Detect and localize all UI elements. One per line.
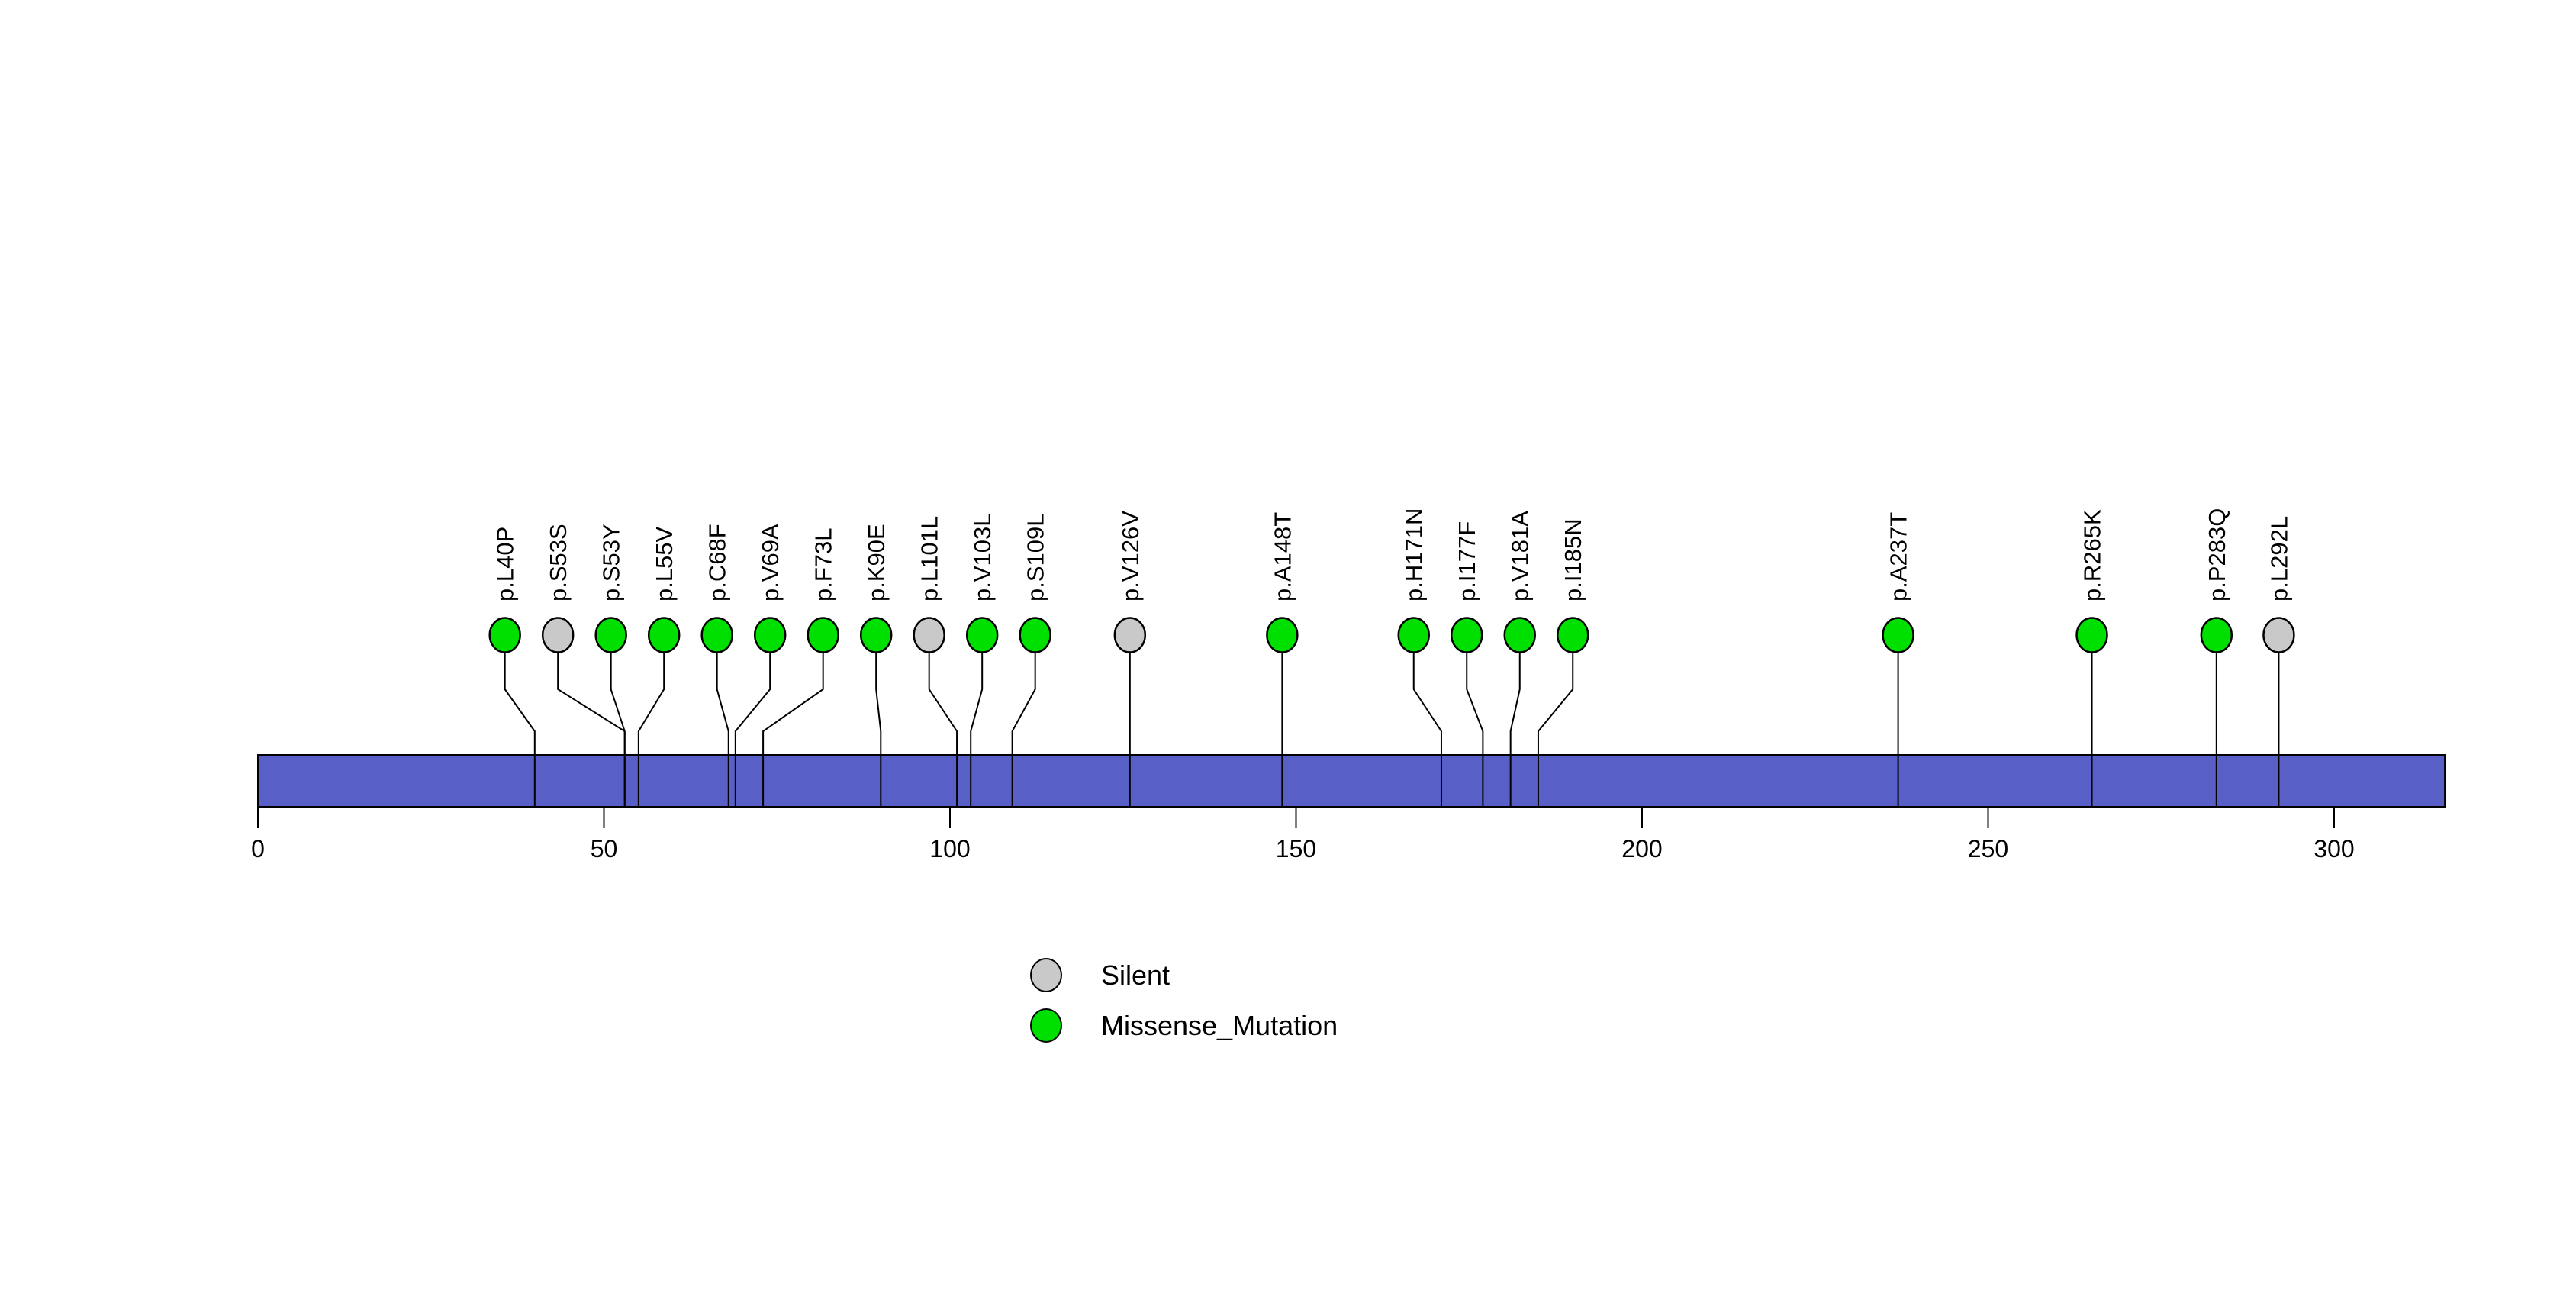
mutation-label: p.H171N [1401,508,1428,601]
lollipop-head [807,617,839,653]
legend-item-silent: Silent [1030,958,1338,992]
lollipop-head [541,617,575,653]
lollipop-head [1113,617,1147,653]
missense-swatch-icon [1030,1008,1062,1043]
axis-tick-label: 250 [1968,835,2008,863]
lollipop-head [859,617,893,653]
lollipop-head [1397,617,1430,653]
lollipop-stem [1509,652,1521,807]
lollipop-stem [734,652,771,807]
lollipop-head [1556,617,1589,653]
legend-label-missense: Missense_Mutation [1101,1009,1338,1041]
mutation-label: p.C68F [704,524,731,601]
lollipop-head [2262,617,2295,653]
lollipop-stem [610,652,626,807]
protein-bar [257,754,2446,808]
mutation-label: p.V126V [1117,511,1144,601]
axis-tick-label: 300 [2314,835,2354,863]
mutation-label: p.L101L [916,516,943,601]
mutation-label: p.L55V [651,526,678,601]
lollipop-stem [875,652,882,807]
lollipop-head [753,617,787,653]
mutation-label: p.A148T [1269,512,1296,601]
lollipop-head [594,617,627,653]
mutation-label: p.F73L [810,527,837,601]
legend-label-silent: Silent [1101,959,1170,991]
lollipop-stem [716,652,729,807]
lollipop-head [1019,617,1051,653]
lollipop-stem [1466,652,1484,807]
axis-tick-label: 150 [1276,835,1316,863]
lollipop-head [1450,617,1483,653]
mutation-label: p.A237T [1885,512,1912,601]
lollipop-head [1503,617,1536,653]
lollipop-head [1266,617,1299,653]
lollipop-head [1882,617,1914,653]
lollipop-head [965,617,999,653]
lollipop-head [913,617,945,653]
mutation-label: p.L40P [492,527,519,601]
axis-tick-label: 0 [251,835,265,863]
lollipop-stem [1537,652,1574,807]
mutation-label: p.L292L [2265,516,2292,601]
axis-tick-label: 50 [591,835,618,863]
mutation-label: p.I177F [1454,521,1480,601]
mutation-label: p.V69A [757,524,784,601]
silent-swatch-icon [1030,958,1062,992]
mutation-label: p.V103L [969,514,996,602]
lollipop-head [488,617,521,653]
mutation-label: p.P283Q [2204,508,2230,601]
mutation-label: p.K90E [863,524,890,601]
mutation-label: p.S109L [1022,514,1049,602]
mutation-label: p.S53Y [598,524,625,601]
lollipop-stem [928,652,958,807]
lollipop-stem [970,652,984,807]
axis-tick-label: 200 [1621,835,1662,863]
lollipop-stem [762,652,824,807]
lollipop-head [700,617,733,653]
legend: Silent Missense_Mutation [1030,958,1338,1059]
mutation-label: p.R265K [2079,509,2106,601]
lollipop-stem [504,652,536,807]
lollipop-stem [1412,652,1442,807]
mutation-label: p.V181A [1507,511,1534,601]
mutation-label: p.I185N [1560,518,1586,601]
mutation-label: p.S53S [545,524,572,601]
lollipop-head [2200,617,2233,653]
lollipop-head [647,617,681,653]
lollipop-stem [637,652,665,807]
legend-item-missense: Missense_Mutation [1030,1008,1338,1043]
lollipop-head [2075,617,2108,653]
lollipop-stem [1011,652,1036,807]
axis-tick-label: 100 [929,835,970,863]
